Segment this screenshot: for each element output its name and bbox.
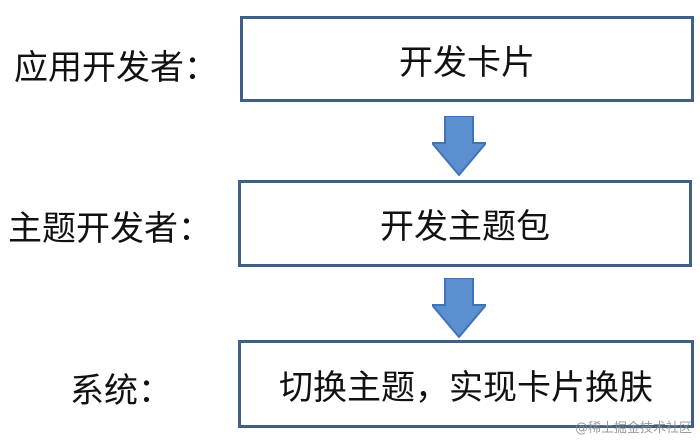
step-box-develop-card: 开发卡片 bbox=[240, 16, 694, 102]
role-label-app-developer: 应用开发者： bbox=[14, 48, 218, 88]
down-arrow-icon bbox=[432, 116, 486, 176]
step-box-switch-theme: 切换主题，实现卡片换肤 bbox=[238, 340, 694, 428]
step-text-develop-theme-pack: 开发主题包 bbox=[380, 207, 550, 247]
down-arrow-icon bbox=[432, 278, 486, 338]
watermark-text: @稀土掘金技术社区 bbox=[574, 421, 692, 436]
step-box-develop-theme-pack: 开发主题包 bbox=[238, 180, 692, 267]
step-text-develop-card: 开发卡片 bbox=[399, 42, 535, 83]
step-text-switch-theme: 切换主题，实现卡片换肤 bbox=[279, 367, 653, 408]
role-label-system: 系统： bbox=[70, 371, 172, 411]
role-label-theme-developer: 主题开发者： bbox=[8, 209, 212, 249]
